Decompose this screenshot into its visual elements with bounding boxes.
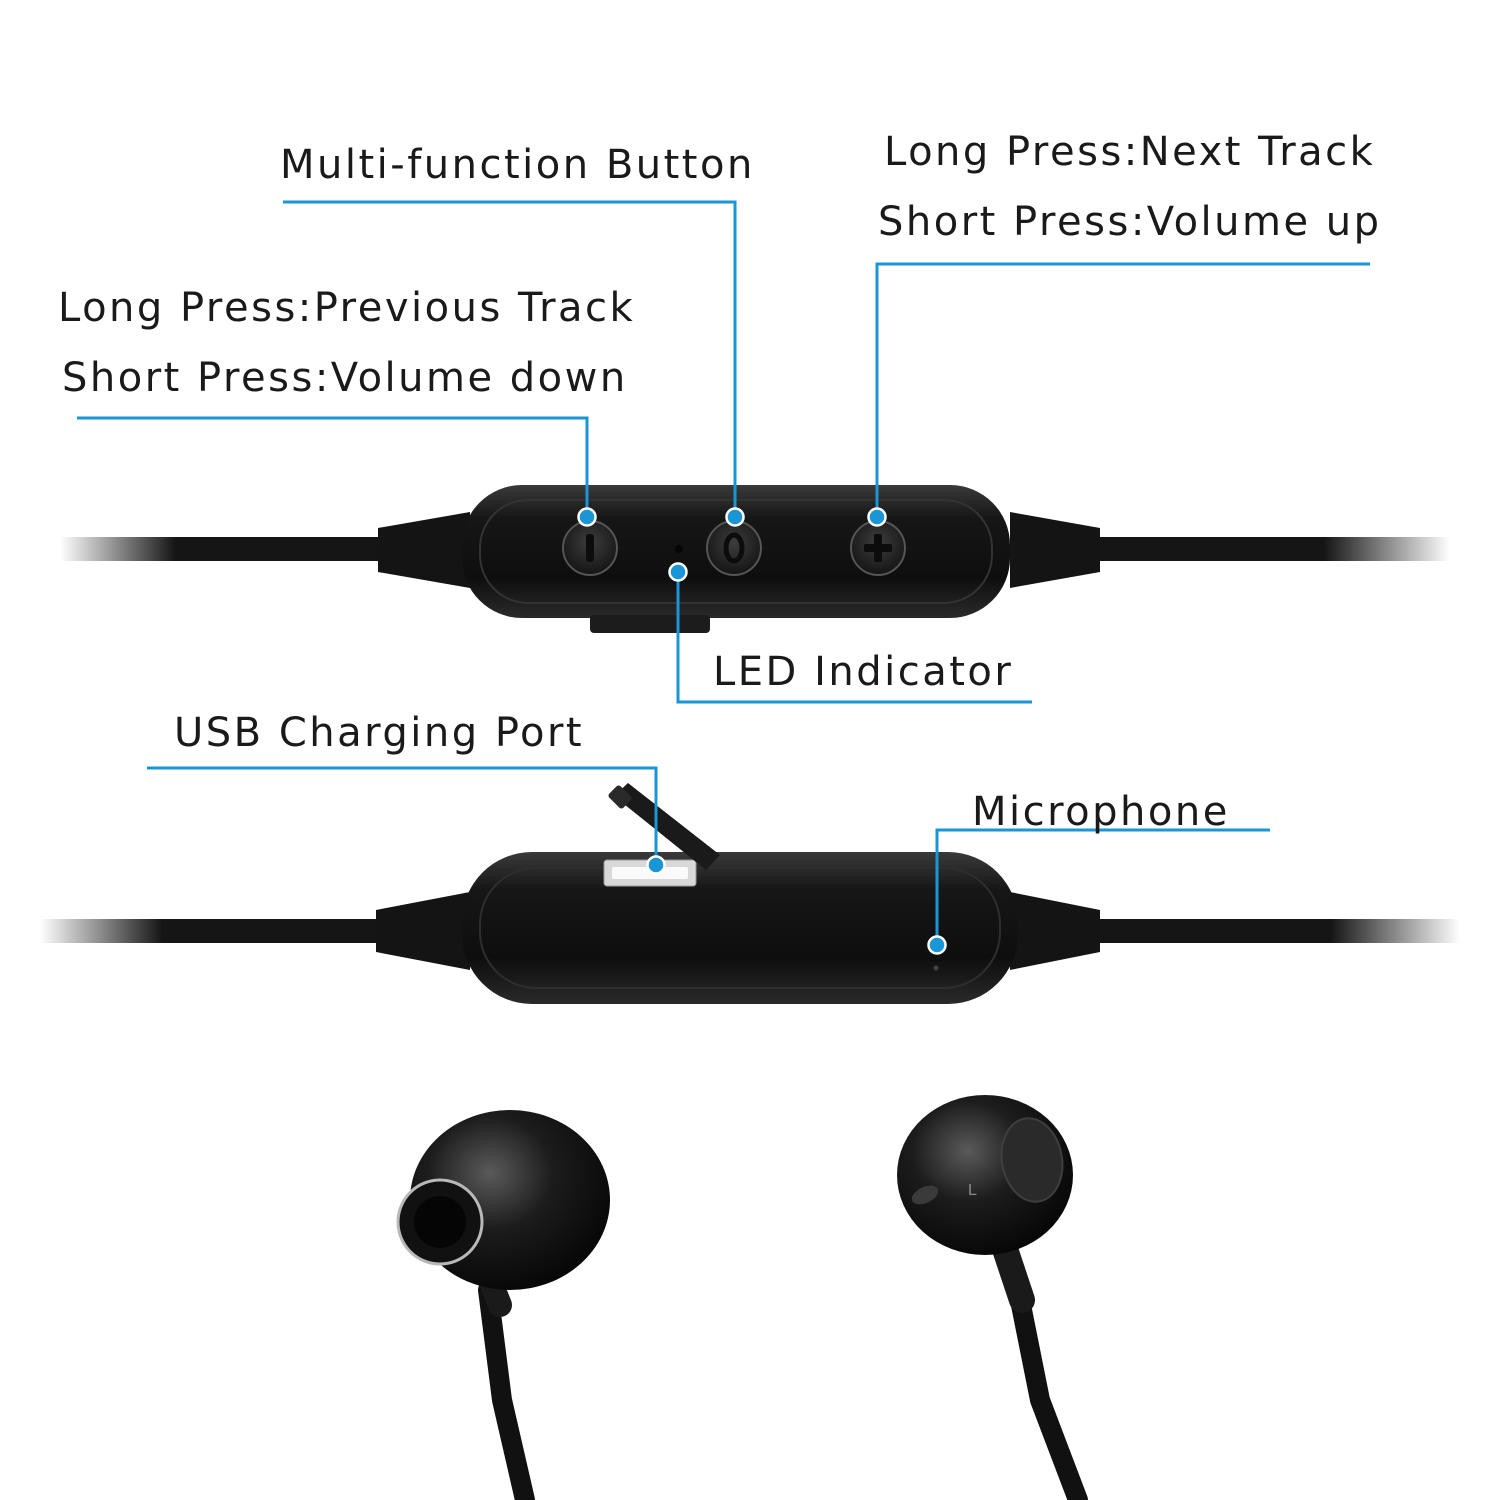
- led-indicator-label: LED Indicator: [713, 649, 1014, 695]
- multi-function-button-icon: [706, 520, 762, 576]
- callout-line-volume-down: [77, 416, 589, 517]
- strain-relief-left-lower: [376, 892, 470, 970]
- plus-button-icon: [850, 520, 906, 576]
- left-earbud-marking: L: [968, 1182, 977, 1199]
- callout-lines: [77, 200, 1370, 945]
- volume-up-label: Short Press:Volume up: [878, 199, 1382, 245]
- next-track-label: Long Press:Next Track: [884, 129, 1376, 175]
- charging-remote: [40, 783, 1460, 1004]
- cable-left-lower: [40, 919, 390, 943]
- led-indicator-dot: [675, 545, 683, 553]
- left-earbud: L: [897, 1095, 1088, 1500]
- minus-button-icon: [562, 520, 618, 576]
- previous-track-label: Long Press:Previous Track: [58, 285, 636, 331]
- left-earbud-grille: [1000, 1117, 1064, 1203]
- callout-dot-minus: [577, 507, 597, 527]
- strain-relief-left-upper: [378, 512, 470, 588]
- microphone-hole: [933, 965, 939, 971]
- callout-line-volume-up: [875, 262, 1370, 517]
- remote-body-lower: [462, 852, 1018, 1004]
- callout-dot-plus: [867, 507, 887, 527]
- callout-dots: [577, 507, 947, 955]
- callout-line-usb: [147, 766, 658, 865]
- callout-dot-led: [668, 562, 688, 582]
- cable-right-lower: [1090, 919, 1460, 943]
- callout-dot-microphone: [927, 935, 947, 955]
- callout-line-multi-function: [283, 200, 737, 517]
- usb-charging-port-label: USB Charging Port: [174, 710, 585, 756]
- right-earbud-nozzle: [414, 1196, 466, 1248]
- usb-flap-bottom: [590, 615, 710, 633]
- left-earbud-cable: [1008, 1280, 1088, 1500]
- volume-down-label: Short Press:Volume down: [62, 355, 628, 401]
- usb-port: [603, 859, 697, 887]
- strain-relief-right-lower: [1010, 892, 1100, 970]
- cable-right-upper: [1090, 537, 1450, 561]
- callout-dot-multi: [725, 507, 745, 527]
- cable-left-upper: [60, 537, 390, 561]
- usb-cover-flap: [608, 783, 720, 870]
- left-earbud-vent: [911, 1185, 939, 1205]
- button-remote: [60, 485, 1450, 633]
- multi-function-label: Multi-function Button: [280, 142, 755, 188]
- microphone-label: Microphone: [972, 789, 1230, 835]
- right-earbud-cable: [478, 1280, 535, 1500]
- callout-line-led: [676, 572, 1032, 704]
- strain-relief-right-upper: [1010, 512, 1100, 588]
- right-earbud: [396, 1110, 610, 1500]
- callout-dot-usb: [646, 855, 666, 875]
- remote-bezel-lower: [479, 867, 1001, 989]
- callout-line-microphone: [935, 828, 1270, 945]
